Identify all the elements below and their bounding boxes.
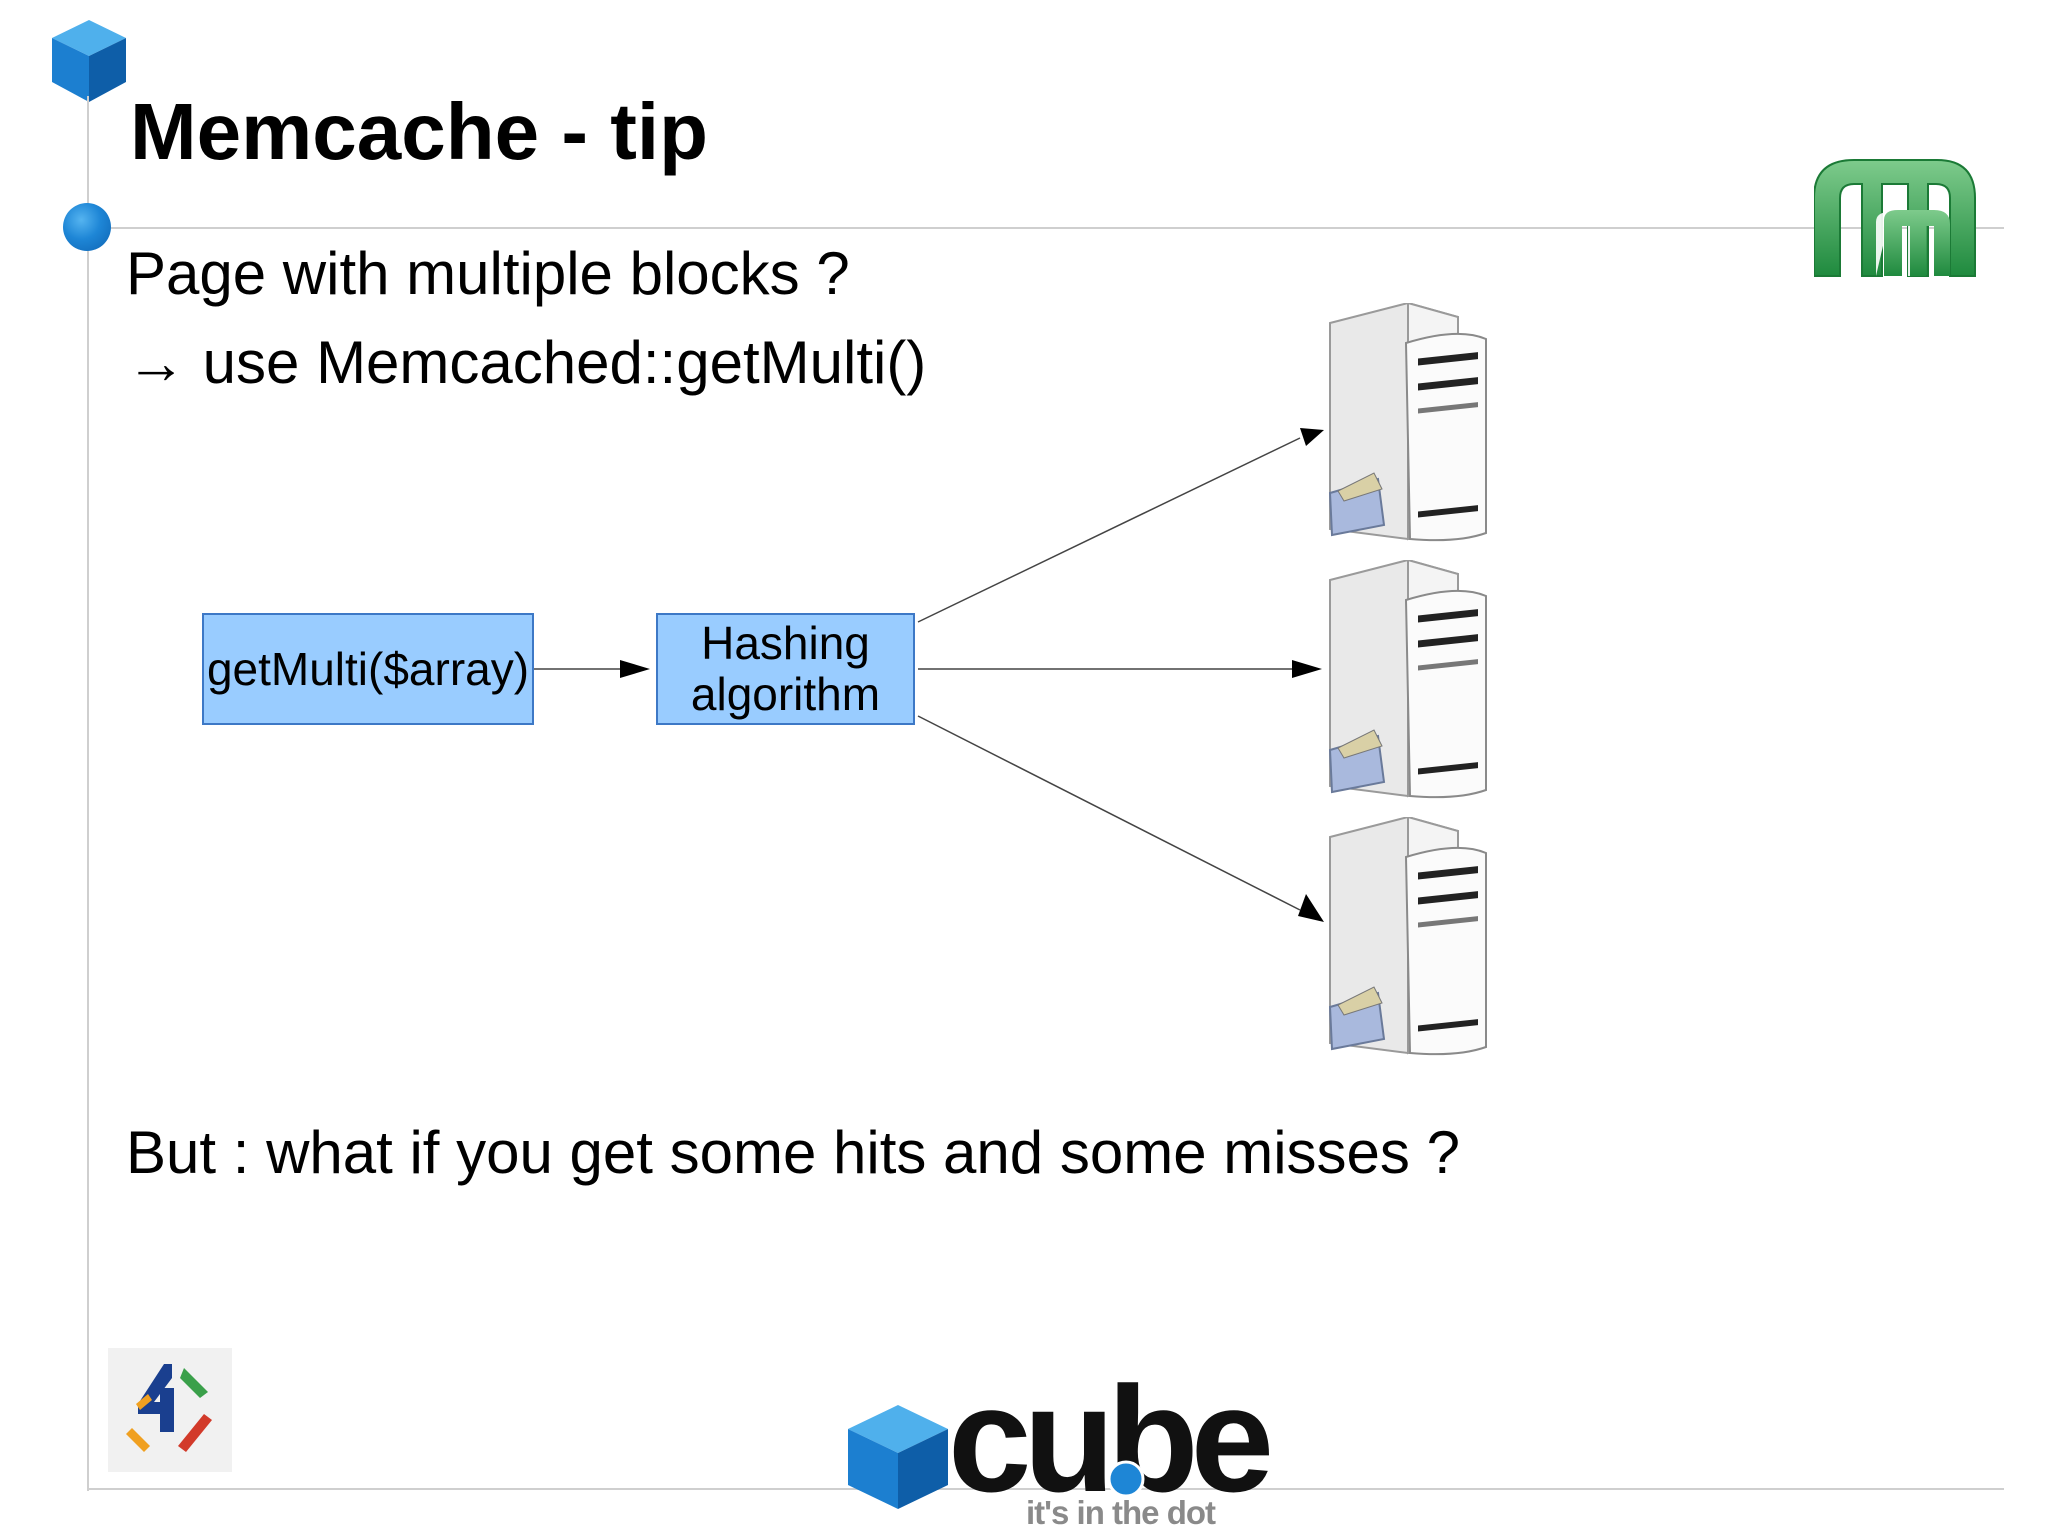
bullet-hits-misses: But : what if you get some hits and some… [126, 1119, 1460, 1186]
slide-title: Memcache - tip [130, 87, 708, 176]
divider-dot-icon [63, 203, 111, 251]
bullet-page-blocks: Page with multiple blocks ? [126, 240, 850, 307]
title-divider-line [87, 227, 2004, 229]
hashing-box-line-1: Hashing [701, 617, 870, 670]
arrow-hash-to-server-1 [917, 428, 1324, 623]
cube-tagline: it's in the dot [1026, 1494, 1216, 1531]
corner-cube-icon [52, 20, 126, 102]
server-icon [1328, 817, 1487, 1056]
4-logo-icon [108, 1348, 232, 1472]
memcached-logo-icon [1814, 159, 1976, 277]
getmulti-box-label: getMulti($array) [206, 642, 530, 695]
getmulti-box: getMulti($array) [202, 613, 534, 725]
server-icon [1328, 303, 1487, 542]
cube-logo-icon: cube [848, 1355, 1278, 1523]
frame-vertical-line [87, 96, 89, 1491]
arrow-hash-to-server-2 [918, 660, 1322, 678]
cube-logo-wordmark: cube [948, 1355, 1270, 1523]
hashing-algorithm-box: Hashing algorithm [656, 613, 915, 725]
bullet-use-getmulti: → use Memcached::getMulti() [126, 329, 927, 396]
server-icon [1328, 560, 1487, 799]
footer-divider-line [87, 1488, 2004, 1490]
arrow-box1-to-hash [534, 660, 650, 678]
arrow-hash-to-server-3 [917, 715, 1324, 922]
hashing-box-line-2: algorithm [690, 668, 881, 720]
